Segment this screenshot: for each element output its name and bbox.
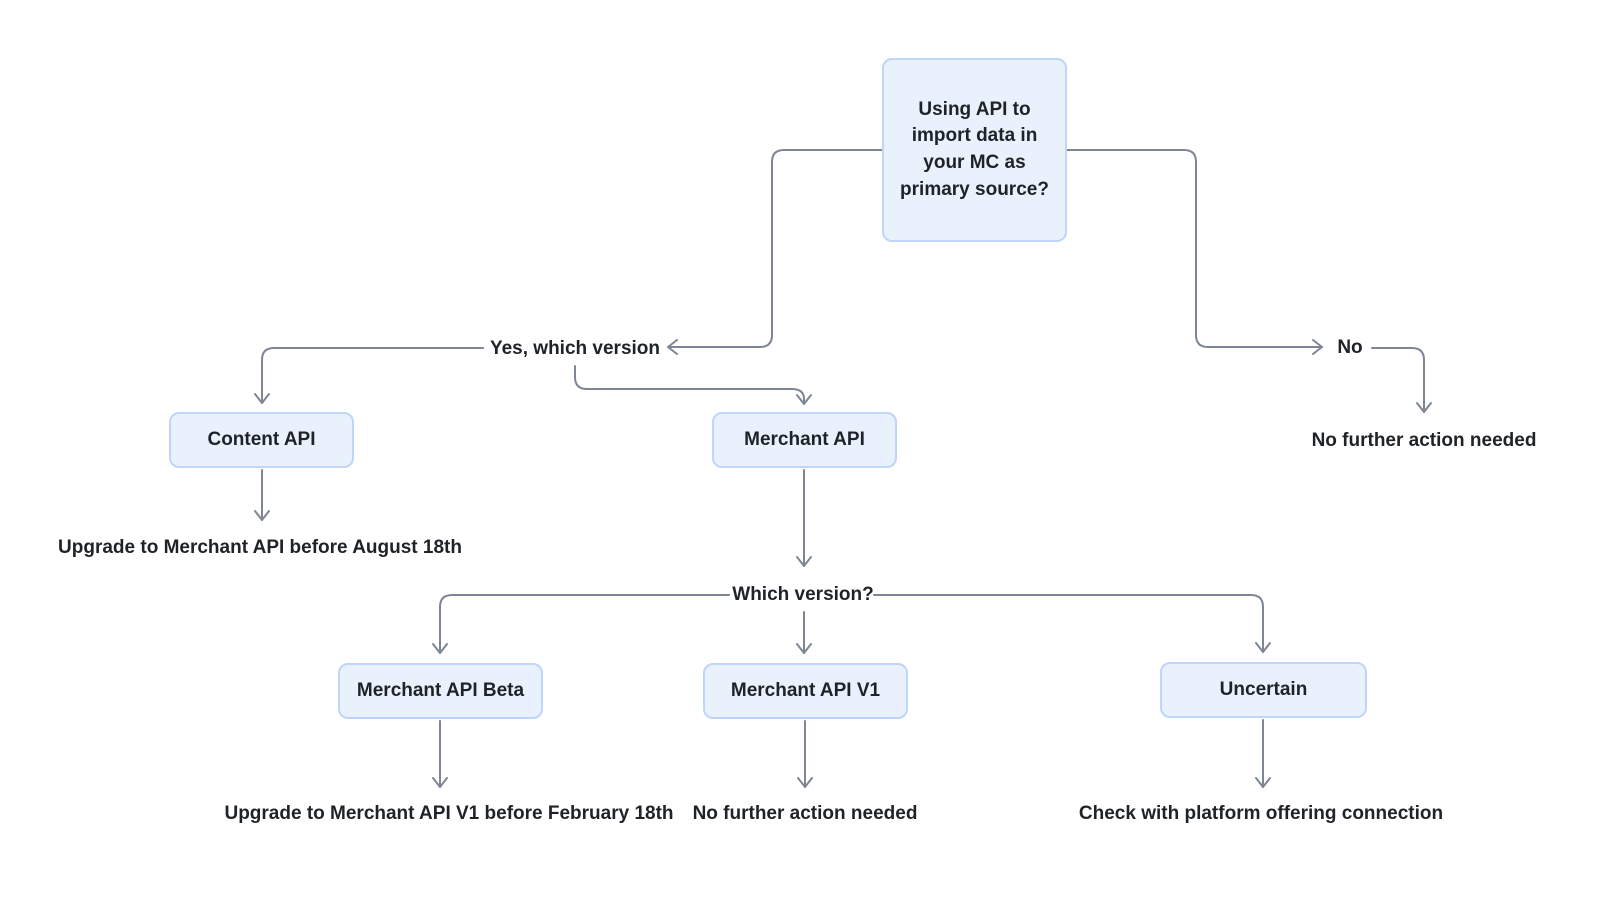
node-merchant-api-v1-label: Merchant API V1 — [730, 679, 881, 701]
outcome-merchant-api-v1: No further action needed — [692, 803, 918, 824]
connector-which-version-to-beta — [432, 594, 730, 654]
node-merchant-api-label: Merchant API — [744, 428, 865, 450]
outcome-no-path: No further action needed — [1311, 430, 1537, 451]
node-merchant-api-v1: Merchant API V1 — [703, 663, 908, 719]
outcome-uncertain: Check with platform offering connection — [1078, 803, 1444, 824]
connector-no-to-outcome — [1371, 347, 1432, 413]
node-uncertain-label: Uncertain — [1219, 678, 1308, 700]
connector-root-to-no — [1066, 149, 1323, 355]
outcome-content-api: Upgrade to Merchant API before August 18… — [58, 537, 462, 558]
node-root-question: Using API to import data in your MC as p… — [882, 58, 1067, 242]
connector-which-version-to-uncertain — [873, 594, 1271, 653]
edge-label-yes: Yes, which version — [489, 338, 661, 359]
edge-label-no: No — [1337, 337, 1363, 358]
connector-yes-to-content-api — [254, 347, 484, 404]
node-merchant-api: Merchant API — [712, 412, 897, 468]
node-merchant-api-beta-label: Merchant API Beta — [356, 679, 525, 701]
node-uncertain: Uncertain — [1160, 662, 1367, 718]
connector-root-to-yes — [667, 149, 883, 355]
node-merchant-api-beta: Merchant API Beta — [338, 663, 543, 719]
edge-label-which-version: Which version? — [732, 584, 874, 605]
node-root-question-label: Using API to import data in your MC as p… — [900, 98, 1049, 200]
node-content-api-label: Content API — [207, 428, 316, 450]
connector-yes-to-merchant-api — [574, 365, 812, 405]
outcome-merchant-api-beta: Upgrade to Merchant API V1 before Februa… — [224, 803, 674, 824]
node-content-api: Content API — [169, 412, 354, 468]
